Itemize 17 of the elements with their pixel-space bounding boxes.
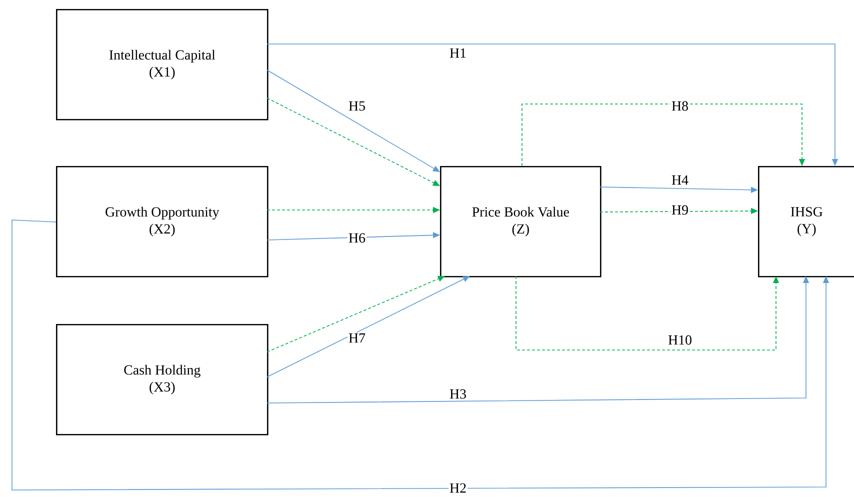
variable-box: Cash Holding (X3) [56,324,268,436]
edge-label: H4 [670,174,690,186]
edge-label: H1 [448,47,468,59]
edge-label: H8 [670,100,690,112]
edge-label: H5 [347,100,367,112]
variable-box: Intellectual Capital (X1) [56,9,268,120]
variable-box: Price Book Value (Z) [440,166,602,278]
variable-box: Growth Opportunity (X2) [56,166,268,278]
arrow [266,70,440,172]
edge-label: H7 [347,332,367,344]
edge-label: H9 [670,204,690,216]
edge-label: H10 [667,334,694,346]
arrow [522,104,806,166]
edge-label: H6 [347,232,367,244]
edge-label: H3 [448,388,468,400]
variable-box: IHSG (Y) [758,166,854,278]
edge-label: H2 [448,482,468,494]
